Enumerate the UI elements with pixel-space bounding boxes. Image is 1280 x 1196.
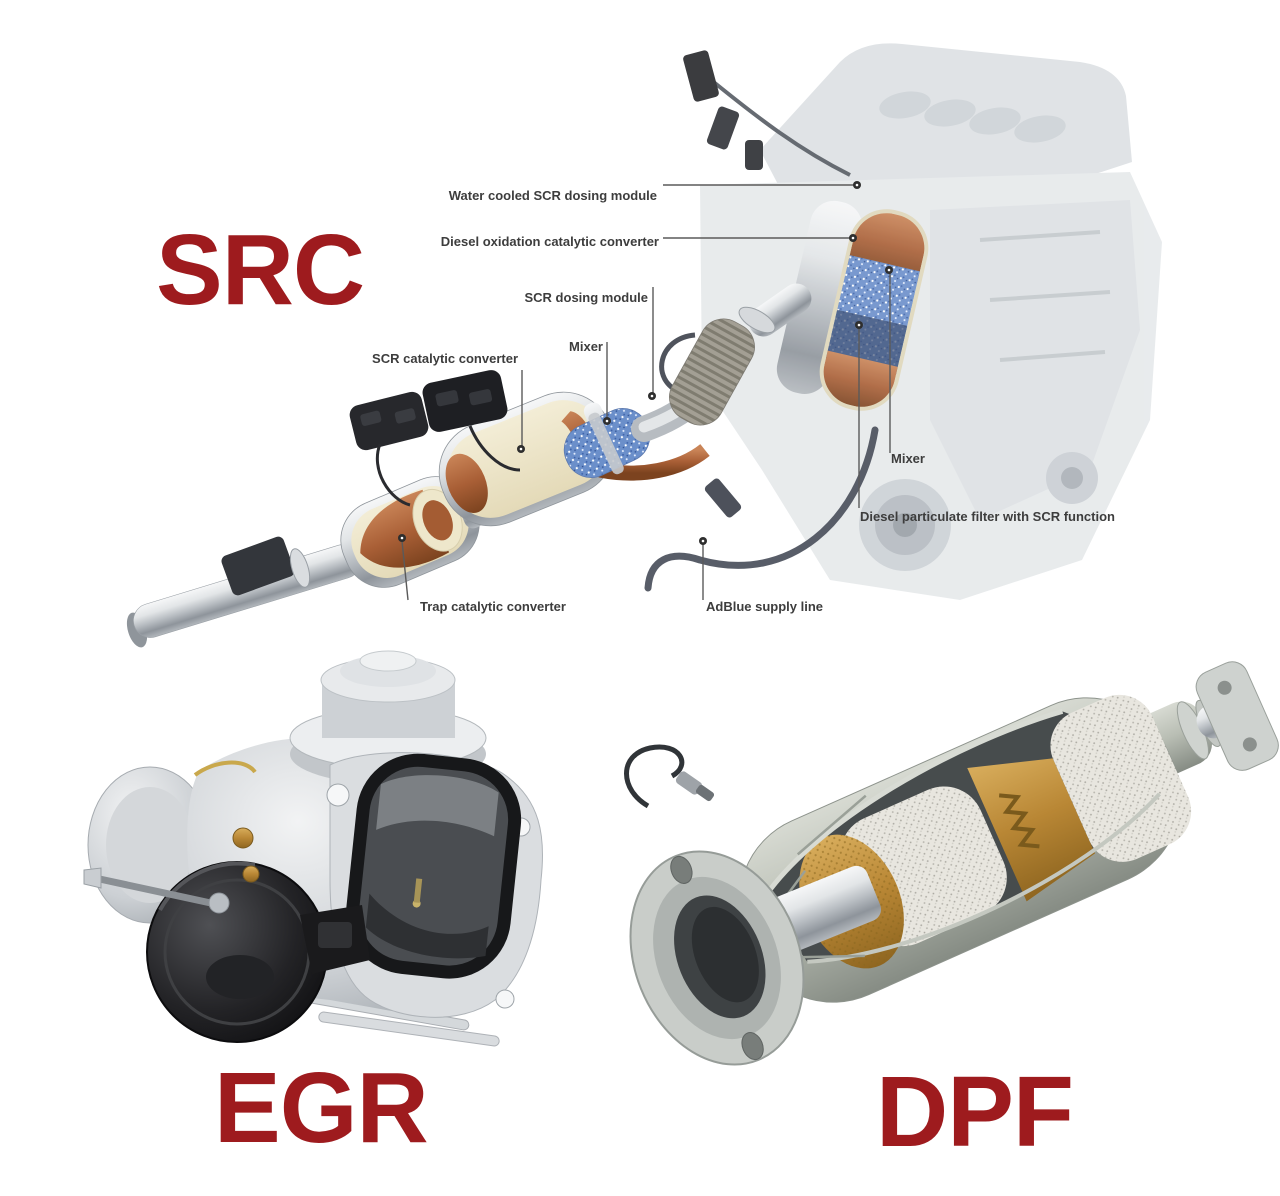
- label-scr-dosing-module: SCR dosing module: [524, 290, 649, 305]
- leader-lines: [398, 181, 893, 601]
- label-mixer-left: Mixer: [569, 339, 603, 354]
- engine-illustration: [644, 43, 1162, 600]
- exhaust-line-illustration: [126, 283, 812, 648]
- label-trap-catalytic-converter: Trap catalytic converter: [420, 599, 566, 614]
- dpf-illustration: [624, 661, 1279, 1066]
- label-mixer-right: Mixer: [891, 451, 925, 466]
- heading-dpf: DPF: [876, 1056, 1074, 1168]
- label-adblue-supply-line: AdBlue supply line: [706, 599, 824, 614]
- heading-egr: EGR: [214, 1052, 429, 1164]
- label-diesel-oxidation-catalytic-converter: Diesel oxidation catalytic converter: [440, 234, 659, 249]
- heading-src: SRC: [156, 214, 365, 326]
- label-scr-catalytic-converter: SCR catalytic converter: [372, 351, 518, 366]
- egr-valve-illustration: [83, 650, 543, 1047]
- label-water-cooled-scr-dosing-module: Water cooled SCR dosing module: [448, 188, 657, 203]
- label-diesel-particulate-filter: Diesel particulate filter with SCR funct…: [860, 509, 1115, 524]
